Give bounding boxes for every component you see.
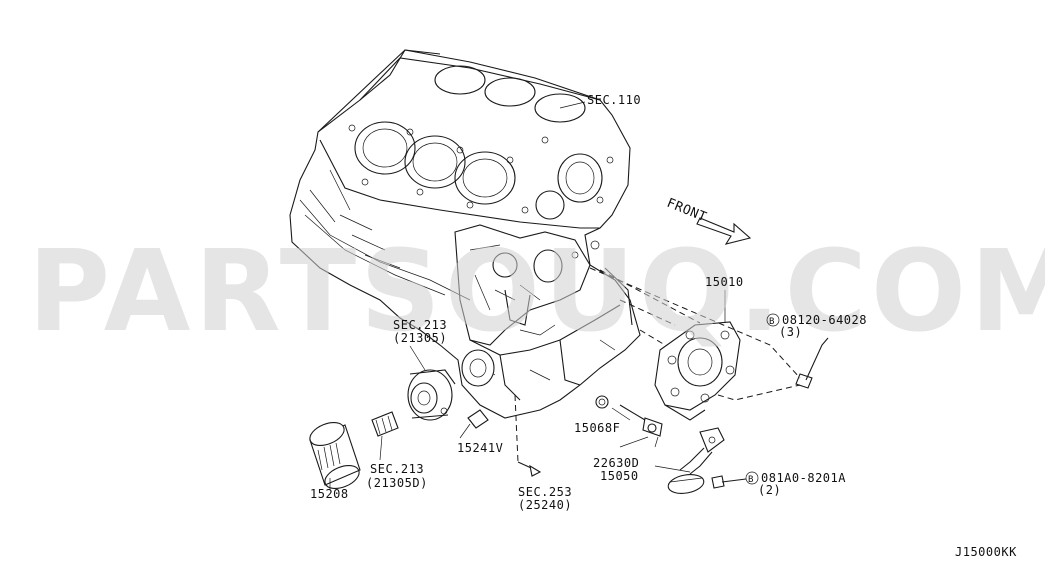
- watermark: PARTSOUQ.COM: [28, 227, 1045, 357]
- label-15241v: 15241V: [457, 441, 503, 455]
- label-sec253-sub: (25240): [518, 498, 572, 512]
- label-sec213b-sub: (21305D): [366, 476, 428, 490]
- leader-lines: [329, 101, 726, 490]
- label-15068f: 15068F: [574, 421, 620, 435]
- label-bolt-upper-qty: (3): [779, 325, 802, 339]
- oil-strainer-15050: [667, 427, 725, 494]
- bolt-symbol-lower: B: [748, 475, 754, 485]
- assembly-lines: [514, 267, 801, 463]
- connector-21305d: [371, 411, 399, 437]
- label-15208: 15208: [310, 487, 349, 501]
- label-sec253: SEC.253: [518, 485, 572, 499]
- label-22630d: 22630D: [593, 456, 639, 470]
- label-15050: 15050: [600, 469, 639, 483]
- label-sec213a-sub: (21305): [393, 331, 447, 345]
- oil-pressure-switch: [595, 395, 663, 437]
- front-arrow: [696, 217, 752, 245]
- labels: SEC.110 15010 B 08120-64028 (3) SEC.213 …: [310, 93, 1017, 559]
- label-sec213b: SEC.213: [370, 462, 424, 476]
- engine-block: [289, 49, 641, 419]
- oil-filter-15208: [309, 421, 361, 490]
- label-15010: 15010: [705, 275, 744, 289]
- front-label: FRONT: [665, 196, 709, 226]
- label-bolt-lower-code: 081A0-8201A: [761, 471, 846, 485]
- bolt-upper: [795, 337, 829, 389]
- label-sec213a: SEC.213: [393, 318, 447, 332]
- bolt-symbol-upper: B: [769, 317, 775, 327]
- filter-boss: [461, 349, 495, 387]
- bolt-lower: [711, 475, 747, 489]
- oil-pump-15010: [654, 321, 741, 421]
- label-sec110: SEC.110: [587, 93, 641, 107]
- oil-cooler-21305: [407, 369, 456, 421]
- label-bolt-upper-code: 08120-64028: [782, 313, 867, 327]
- diagram-code: J15000KK: [955, 545, 1017, 559]
- relief-valve-15241v: [467, 409, 489, 429]
- label-bolt-lower-qty: (2): [758, 483, 781, 497]
